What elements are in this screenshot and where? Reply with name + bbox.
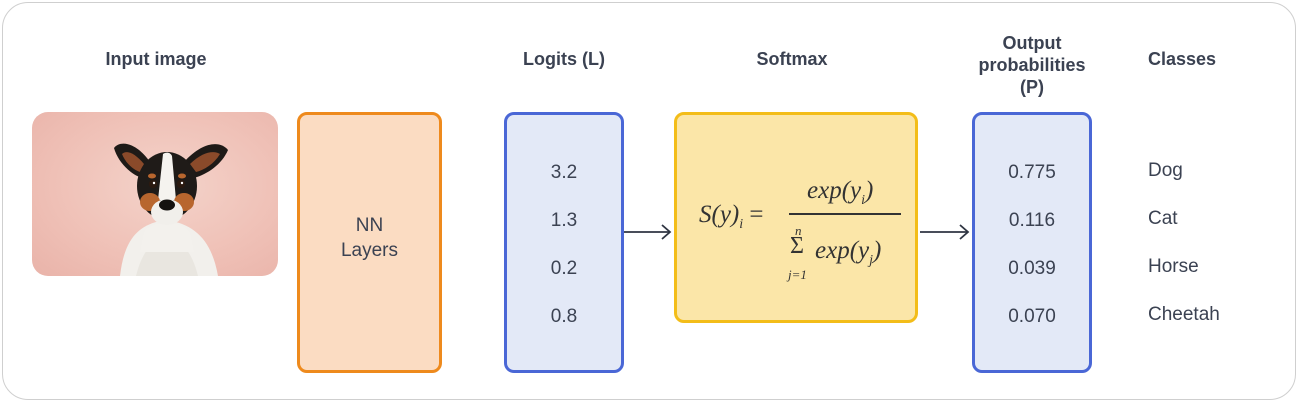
softmax-formula: S(y)i = exp(yi) n Σ j=1 exp(yj) — [677, 115, 915, 320]
heading-output-line1: Output — [1002, 33, 1062, 53]
class-label: Cheetah — [1148, 304, 1220, 325]
formula-sigma: Σ — [790, 233, 804, 259]
logit-value: 0.2 — [550, 258, 578, 279]
probabilities-box: 0.775 0.116 0.039 0.070 — [972, 112, 1092, 373]
formula-fraction-bar — [789, 213, 901, 215]
logit-value: 1.3 — [550, 210, 578, 231]
heading-output-probabilities: Output probabilities (P) — [962, 32, 1102, 98]
arrow-logits-to-softmax — [624, 224, 672, 240]
logits-box: 3.2 1.3 0.2 0.8 — [504, 112, 624, 373]
logit-value: 3.2 — [550, 162, 578, 183]
class-label: Horse — [1148, 256, 1199, 277]
nn-layers-box: NN Layers — [297, 112, 442, 373]
heading-output-line3: (P) — [1020, 77, 1044, 97]
class-label: Dog — [1148, 160, 1183, 181]
class-label: Cat — [1148, 208, 1178, 229]
nn-layers-label: NN Layers — [300, 213, 439, 263]
probability-value: 0.070 — [1008, 306, 1056, 327]
softmax-box: S(y)i = exp(yi) n Σ j=1 exp(yj) — [674, 112, 918, 323]
logit-value: 0.8 — [550, 306, 578, 327]
probability-value: 0.039 — [1008, 258, 1056, 279]
formula-sum-bottom: j=1 — [788, 267, 807, 282]
nn-label-line2: Layers — [340, 240, 399, 261]
formula-numerator: exp(yi) — [807, 177, 874, 208]
heading-output-line2: probabilities — [978, 55, 1086, 75]
dog-illustration — [114, 143, 228, 276]
probability-value: 0.116 — [1008, 210, 1056, 231]
probability-value: 0.775 — [1008, 162, 1056, 183]
input-dog-image — [32, 112, 278, 276]
nn-label-line1: NN — [355, 215, 384, 236]
heading-softmax: Softmax — [756, 49, 828, 69]
formula-denominator: exp(yj) — [815, 237, 882, 268]
heading-logits: Logits (L) — [523, 49, 605, 69]
arrow-softmax-to-probabilities — [920, 224, 970, 240]
formula-lhs: S(y)i = — [699, 201, 764, 232]
heading-input-image: Input image — [105, 49, 207, 69]
formula-sum-top: n — [795, 223, 802, 238]
heading-classes: Classes — [1147, 49, 1217, 69]
